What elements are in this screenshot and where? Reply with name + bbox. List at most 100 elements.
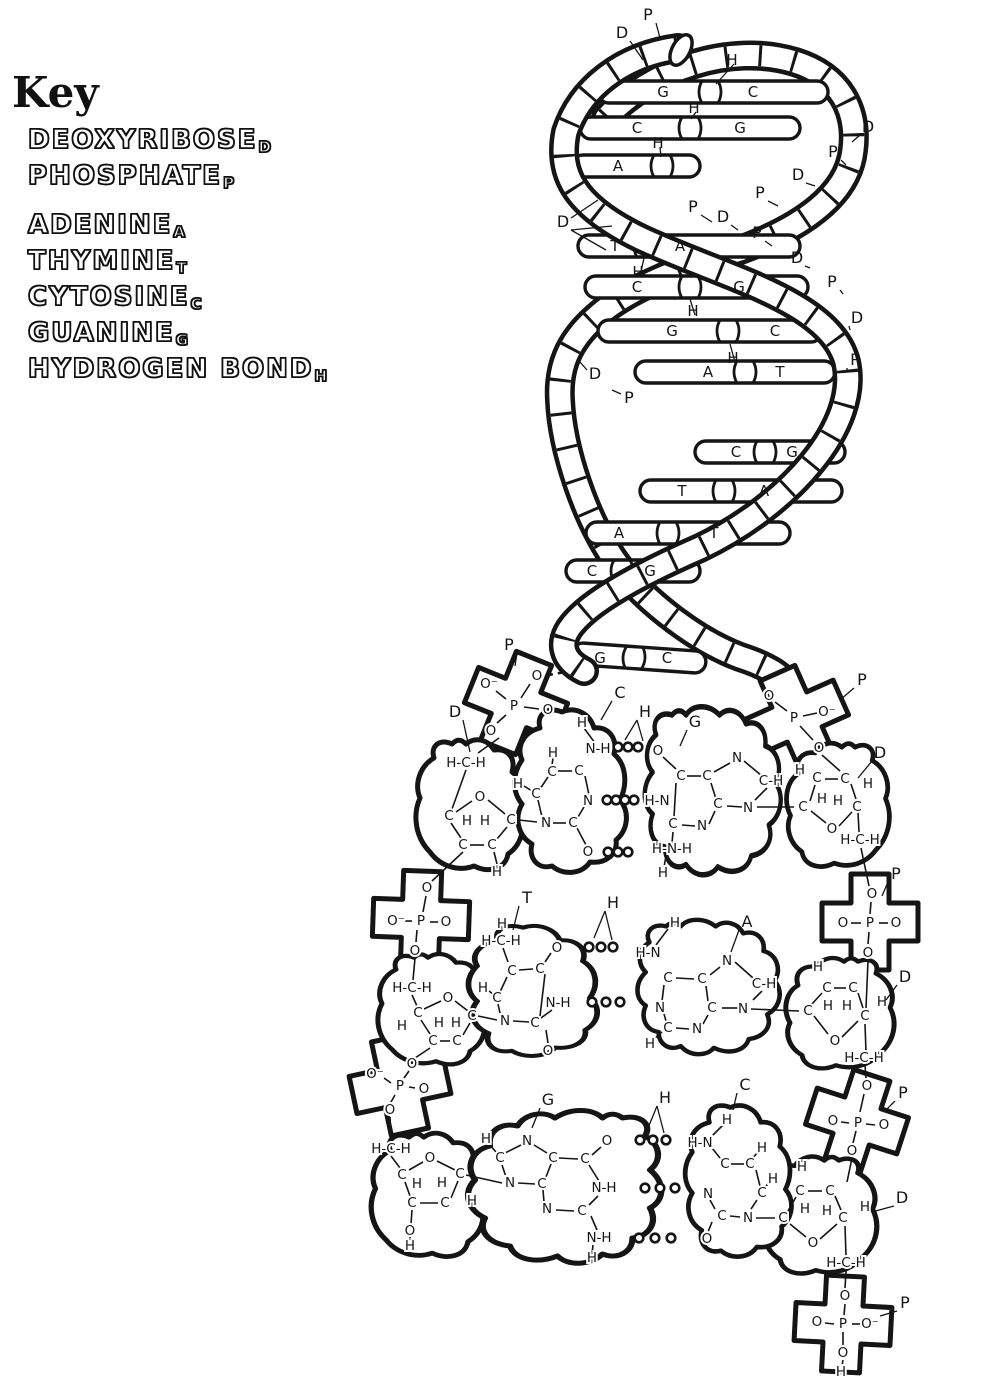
chemical-bonds: [383, 683, 888, 1367]
hydrogen-bond-dot: [619, 794, 631, 806]
bond: [662, 756, 677, 770]
D-label: D: [449, 702, 461, 721]
hydrogen-bond-dots: [583, 741, 681, 1244]
base-letter: C: [632, 278, 642, 296]
base-letter: C: [632, 119, 642, 137]
hydrogen-bond-leader: [729, 343, 736, 363]
bond: [705, 985, 709, 1002]
key-items: DEOXYRIBOSED PHOSPHATEP ADENINEA THYMINE…: [12, 124, 372, 389]
hydrogen-bond-label: H: [726, 51, 737, 69]
atom-label: N: [743, 1210, 753, 1226]
bond: [540, 1009, 553, 1019]
label-leader: [764, 240, 773, 247]
atom-label: H: [670, 915, 680, 931]
hydrogen-bond-dot: [622, 741, 634, 753]
atom-label: C: [676, 768, 685, 784]
bond: [502, 947, 509, 963]
bond: [867, 931, 870, 945]
bond: [663, 1013, 667, 1022]
atom-label: O: [385, 1102, 396, 1118]
base-letter: G: [594, 649, 606, 667]
atom-label: H-N: [635, 945, 660, 961]
rung-joint: [752, 440, 759, 464]
atom-label: N-H: [585, 741, 610, 757]
bond: [840, 1121, 850, 1124]
P-label: P: [504, 635, 514, 654]
atom-label: O: [863, 945, 874, 961]
bond: [787, 1196, 797, 1212]
base-letter: T: [774, 363, 785, 381]
rung-joint: [730, 479, 737, 503]
base-letter: T: [609, 237, 620, 255]
atom-label: O: [830, 1033, 841, 1049]
atom-label: C: [492, 990, 501, 1006]
D-label: D: [717, 207, 729, 226]
hydrogen-bond-dot: [639, 1182, 651, 1194]
guanine-base: [468, 1111, 661, 1264]
bond: [743, 760, 763, 777]
atom-label: C: [848, 980, 857, 996]
label-leader: [805, 182, 816, 187]
bond: [811, 992, 823, 1005]
atom-label: H: [842, 998, 852, 1014]
bond: [512, 1020, 530, 1023]
bond: [404, 1181, 411, 1197]
base-pair-rung: [578, 115, 802, 141]
bond: [729, 1215, 741, 1218]
atom-label: C: [407, 1195, 416, 1211]
atom-label: O: [475, 789, 486, 805]
base-pair-rung: [570, 153, 702, 179]
label-leader: [730, 929, 740, 953]
P-label: P: [755, 183, 765, 202]
bond: [819, 1223, 838, 1240]
atom-label: O: [867, 886, 878, 902]
atom-label: O: [840, 1288, 851, 1304]
atom-label: N: [703, 1186, 713, 1202]
atom-label: O: [653, 743, 664, 759]
D-label: D: [862, 117, 874, 136]
P-label: P: [898, 1083, 908, 1102]
bond: [702, 1014, 709, 1025]
atom-label: O: [419, 1081, 430, 1097]
key-item-cytosine: CYTOSINEC: [27, 281, 202, 313]
bond: [762, 1183, 769, 1190]
bond: [465, 1174, 503, 1184]
bond: [834, 1195, 842, 1211]
bond: [865, 1123, 876, 1126]
bond: [709, 1199, 716, 1210]
atom-label: P: [866, 915, 874, 931]
bond: [838, 811, 853, 827]
bond: [681, 824, 696, 827]
hydrogen-bond-dot: [595, 941, 607, 953]
helix-strand-left: [549, 33, 863, 686]
label-leader: [579, 361, 588, 371]
label-leader: [804, 265, 811, 269]
P-label: P: [850, 350, 860, 369]
atom-label: C: [458, 837, 467, 853]
atom-label: H-C-H: [840, 832, 879, 848]
atom-label: C: [757, 1185, 766, 1201]
atom-label: H: [795, 762, 805, 778]
base-letter: G: [657, 83, 669, 101]
atom-label: H-C-H: [826, 1255, 865, 1271]
rung-bar: [578, 115, 802, 141]
bond: [852, 1130, 857, 1144]
atom-label: C: [798, 799, 807, 815]
atom-label: N: [697, 818, 707, 834]
rung-joint: [732, 360, 739, 384]
label-leader: [462, 719, 471, 753]
label-leader: [600, 700, 613, 721]
base-letter: A: [614, 524, 625, 542]
atom-label: C: [467, 1008, 476, 1024]
atom-label: P: [854, 1115, 862, 1131]
atom-label: H: [722, 1112, 732, 1128]
atom-label: O: [702, 1231, 713, 1247]
bond: [859, 1093, 865, 1113]
label-leader: [604, 910, 613, 941]
label-leader: [730, 224, 739, 231]
base-letter: T: [708, 524, 719, 542]
